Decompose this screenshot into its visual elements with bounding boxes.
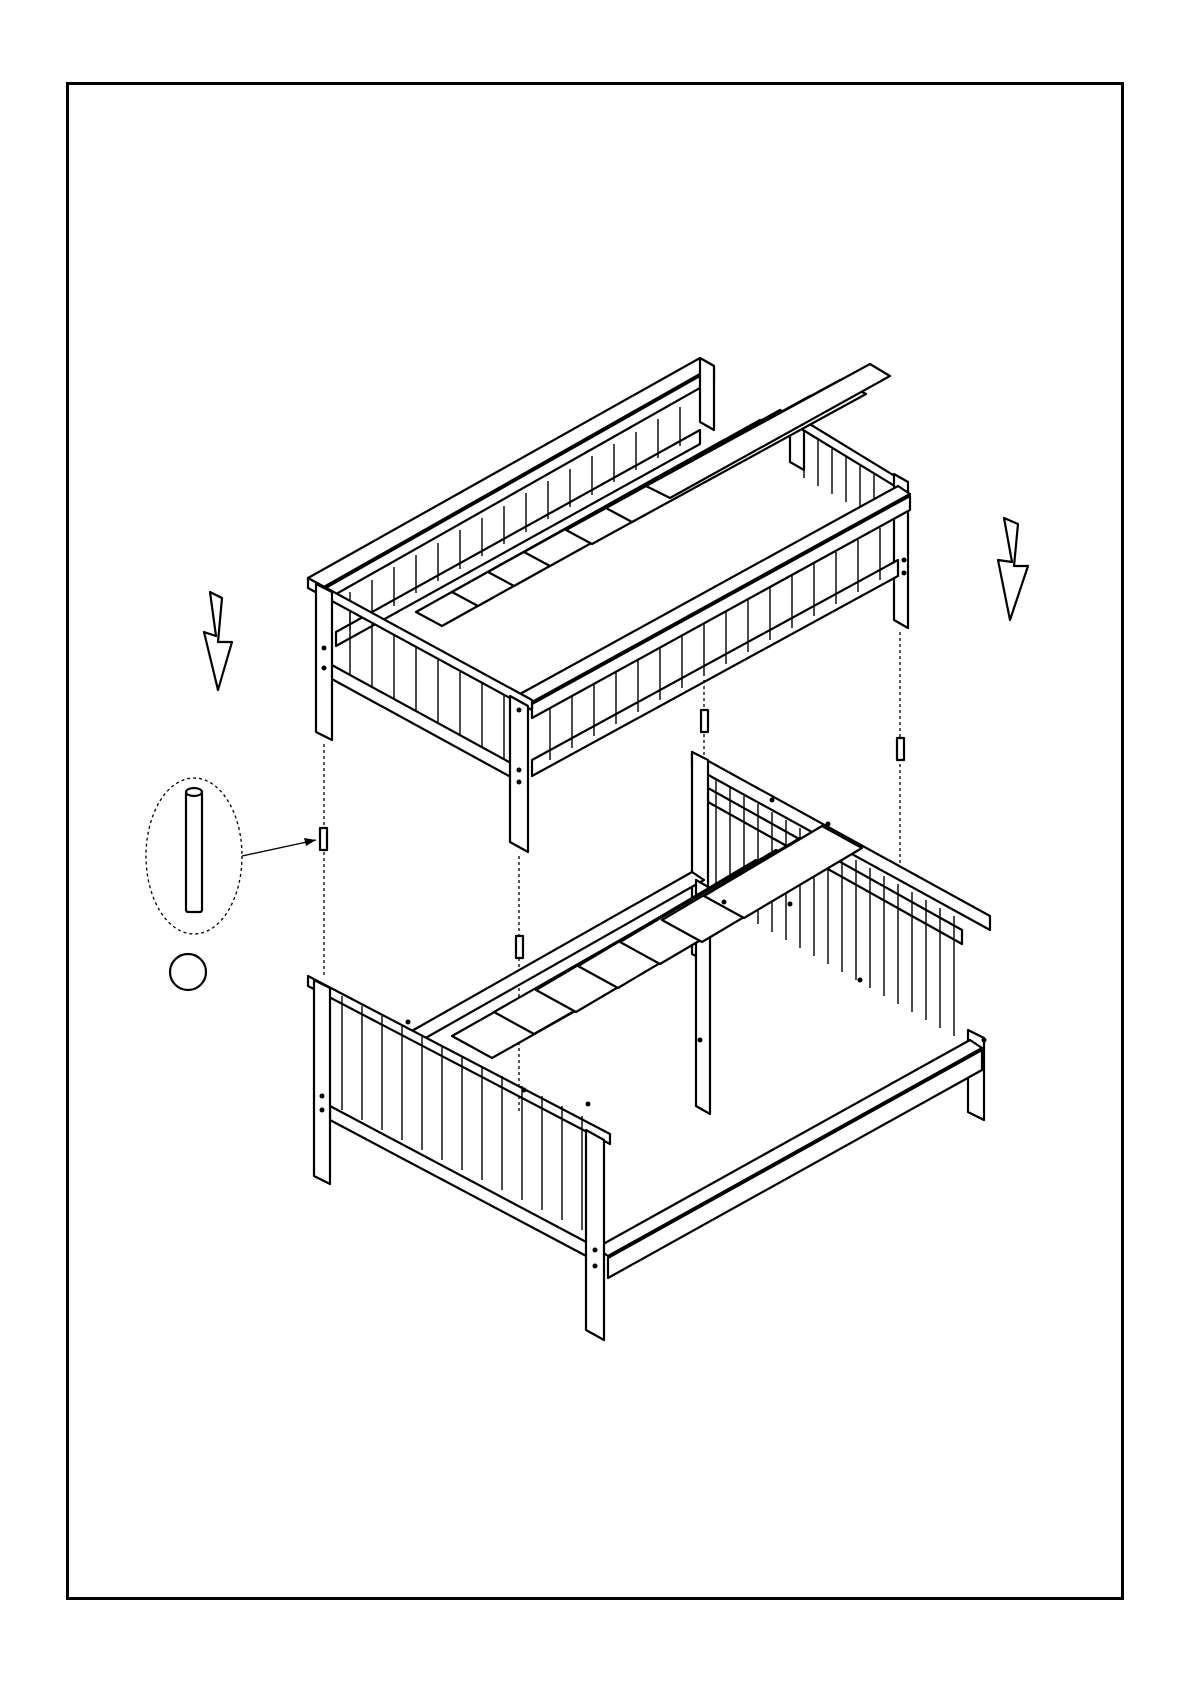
- upper-left-end-board: [308, 578, 532, 852]
- lower-bed-frame: [308, 752, 990, 1340]
- connecting-dowel: [701, 710, 708, 732]
- down-arrow-icon: [204, 592, 232, 690]
- lower-front-rail: [596, 1040, 982, 1278]
- upper-bunk-frame: [308, 358, 910, 852]
- connecting-dowel: [897, 738, 904, 760]
- lower-footboard: [308, 976, 610, 1340]
- connecting-dowel: [516, 936, 523, 958]
- connecting-dowel: [320, 828, 327, 850]
- dowel-detail-icon: [146, 778, 316, 990]
- down-arrow-icon: [998, 518, 1028, 620]
- quantity-circle-icon: [170, 954, 206, 990]
